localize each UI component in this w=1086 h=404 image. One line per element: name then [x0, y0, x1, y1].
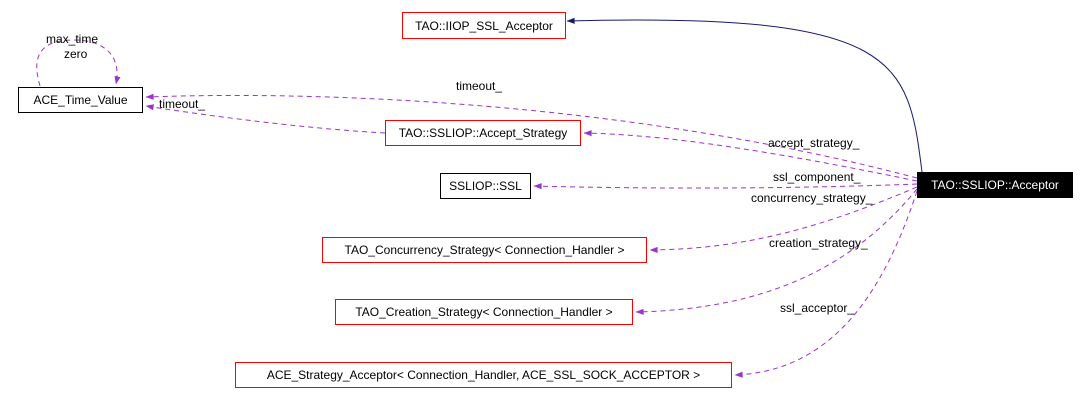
edge-inherit-iiop-ssl-acceptor — [566, 17, 923, 173]
edge-label-zero: zero — [64, 47, 88, 61]
node-tao-iiop-ssl-acceptor[interactable]: TAO::IIOP_SSL_Acceptor — [402, 12, 566, 39]
edge-timeout-accept-strategy — [145, 104, 386, 134]
edge-self-loop-time-value — [36, 39, 121, 87]
edge-label-max-time: max_time — [46, 32, 99, 46]
node-ace-time-value: ACE_Time_Value — [18, 87, 143, 113]
edge-label-creation-strategy: creation_strategy_ — [769, 236, 868, 250]
edge-label-ssl-acceptor: ssl_acceptor_ — [780, 301, 855, 315]
node-tao-ssliop-accept-strategy[interactable]: TAO::SSLIOP::Accept_Strategy — [385, 120, 581, 146]
edge-timeout-acceptor — [145, 93, 918, 179]
edge-accept-strategy — [583, 130, 918, 182]
edge-creation-strategy — [635, 188, 918, 315]
edge-label-ssl-component: ssl_component_ — [773, 170, 861, 184]
node-ssliop-ssl: SSLIOP::SSL — [440, 173, 531, 199]
node-tao-ssliop-acceptor: TAO::SSLIOP::Acceptor — [917, 172, 1073, 198]
node-tao-concurrency-strategy[interactable]: TAO_Concurrency_Strategy< Connection_Han… — [322, 237, 647, 263]
edge-label-accept-strategy: accept_strategy_ — [768, 136, 860, 150]
edge-ssl-acceptor — [734, 190, 918, 378]
edge-ssl-component — [533, 183, 918, 190]
edge-label-timeout-left: timeout_ — [159, 97, 206, 111]
edge-concurrency-strategy — [649, 186, 918, 253]
edge-label-timeout-top: timeout_ — [456, 79, 503, 93]
node-tao-creation-strategy[interactable]: TAO_Creation_Strategy< Connection_Handle… — [335, 299, 633, 325]
edge-label-concurrency-strategy: concurrency_strategy_ — [751, 191, 873, 205]
node-ace-strategy-acceptor[interactable]: ACE_Strategy_Acceptor< Connection_Handle… — [235, 362, 732, 388]
